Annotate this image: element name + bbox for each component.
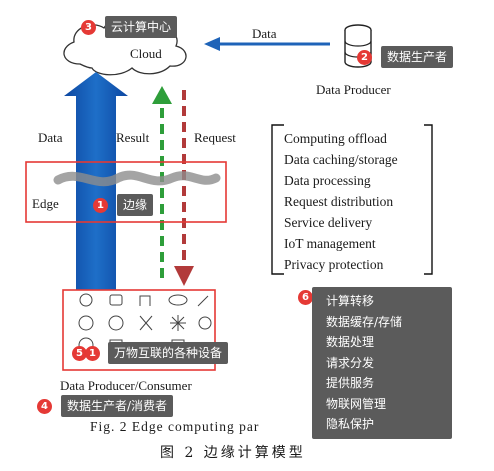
function-cn-item: 请求分发: [326, 355, 375, 370]
gear-icon: [108, 315, 124, 331]
result-arrow-head: [152, 86, 172, 104]
data-producer-label: Data Producer: [316, 82, 391, 97]
eye-icon: [168, 294, 188, 306]
function-item: Service delivery: [284, 215, 373, 230]
function-cn-item: 物联网管理: [326, 396, 387, 411]
annotation-badge-3: 3: [81, 20, 96, 35]
function-cn-item: 数据缓存/存储: [326, 314, 403, 329]
bulb-icon: [79, 293, 93, 307]
wrench-icon: [197, 295, 209, 307]
camera-icon: [109, 294, 123, 306]
function-cn-item: 隐私保护: [326, 417, 375, 431]
function-item: Data processing: [284, 173, 371, 188]
snowflake-icon: [170, 315, 186, 331]
annotation-badge-1: 1: [93, 198, 108, 213]
function-cn-item: 提供服务: [326, 376, 375, 390]
annotation-badge-4: 4: [37, 399, 52, 414]
annotation-tag-iot-devices: 万物互联的各种设备: [108, 342, 229, 364]
annotation-tag-cloud-center: 云计算中心: [105, 16, 178, 38]
plug-icon: [139, 295, 151, 306]
edge-functions-list: Computing offload Data caching/storage D…: [284, 128, 398, 275]
producer-consumer-label: Data Producer/Consumer: [60, 378, 192, 393]
function-item: IoT management: [284, 236, 376, 251]
result-label: Result: [116, 130, 150, 145]
function-cn-item: 数据处理: [326, 335, 375, 349]
fan-icon: [139, 315, 153, 331]
function-cn-item: 计算转移: [326, 294, 375, 308]
lamp-icon: [198, 316, 212, 330]
annotation-tag-edge: 边缘: [117, 194, 154, 216]
annotation-badge-5b: 1: [85, 346, 100, 361]
data-arrow-label: Data: [252, 26, 277, 41]
data-left-label: Data: [38, 130, 63, 145]
edge-wave: [53, 170, 221, 187]
request-arrow-head: [174, 266, 194, 286]
annotation-badge-6: 6: [298, 290, 313, 305]
annotation-tag-producer-consumer: 数据生产者/消费者: [61, 395, 174, 417]
data-arrow-head: [204, 37, 220, 51]
edge-highlight-box: [25, 161, 227, 223]
annotation-tag-data-producer: 数据生产者: [381, 46, 454, 68]
cloud-label: Cloud: [130, 46, 162, 61]
annotation-badge-2: 2: [357, 50, 372, 65]
request-label: Request: [194, 130, 236, 145]
functions-bracket: [271, 124, 284, 275]
annotation-badge-5: 5: [72, 346, 87, 361]
annotation-tag-functions-cn: 计算转移 数据缓存/存储 数据处理 请求分发 提供服务 物联网管理 隐私保护: [312, 287, 452, 439]
clock-icon: [78, 315, 94, 331]
function-item: Privacy protection: [284, 257, 384, 272]
edge-label: Edge: [32, 196, 59, 211]
caption-chinese: 图 2 边缘计算模型: [160, 445, 306, 461]
caption-english: Fig. 2 Edge computing par: [90, 419, 260, 434]
function-item: Data caching/storage: [284, 152, 398, 167]
function-item: Request distribution: [284, 194, 394, 209]
devices-highlight-box: [62, 289, 216, 371]
function-item: Computing offload: [284, 131, 387, 146]
